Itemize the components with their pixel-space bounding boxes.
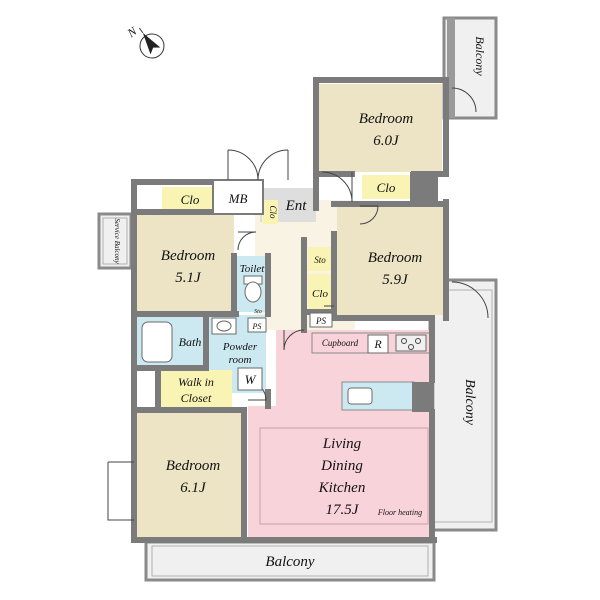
walkin-line2: Closet xyxy=(181,391,212,405)
stove xyxy=(395,334,427,352)
ldk-line1: Living xyxy=(322,436,362,452)
bath-name: Bath xyxy=(179,335,202,349)
bedroom-left-name: Bedroom xyxy=(161,248,216,264)
ldk-line3: Kitchen xyxy=(318,480,366,496)
sto-right-floor xyxy=(308,247,332,271)
bathtub xyxy=(141,321,173,363)
clo-left-floor xyxy=(162,187,218,211)
bedroom-left-floor xyxy=(137,213,234,311)
clo-right-floor xyxy=(362,175,410,199)
walkin-floor xyxy=(160,370,232,410)
cupboard-label: Cupboard xyxy=(322,338,359,348)
bedroom-left-size: 5.1J xyxy=(175,270,202,286)
ldk-size: 17.5J xyxy=(326,502,360,518)
bedroom-top-name: Bedroom xyxy=(359,111,414,127)
balcony-top-right-label: Balcony xyxy=(473,36,487,76)
ps-hall-box xyxy=(309,312,333,328)
powder-line2: room xyxy=(229,354,252,366)
bedroom-bottom-name: Bedroom xyxy=(166,458,221,474)
ps-hall-label: PS xyxy=(315,316,326,326)
ldk-note: Floor heating xyxy=(377,508,422,517)
bedroom-right-name: Bedroom xyxy=(368,250,423,266)
clo-hall-label: Clo xyxy=(312,288,328,300)
sink xyxy=(347,387,373,405)
ldk-rug xyxy=(259,427,429,525)
w-label: W xyxy=(245,372,257,387)
bedroom-right-size: 5.9J xyxy=(382,272,409,288)
ps-bath-box xyxy=(247,317,267,333)
north-label: N xyxy=(124,23,140,40)
bedroom-right-floor xyxy=(337,205,445,315)
walkin-line1: Walk in xyxy=(178,375,214,389)
bedroom-top-floor xyxy=(318,84,442,172)
entrance-name: Ent xyxy=(285,198,308,214)
washbasin xyxy=(211,317,237,335)
r-label: R xyxy=(373,337,382,351)
clo-left-label: Clo xyxy=(181,192,200,207)
bedroom-top-size: 6.0J xyxy=(373,133,400,149)
balcony-service-label: Service Balcony xyxy=(113,218,121,264)
clo-right-label: Clo xyxy=(377,180,396,195)
fridge-box xyxy=(367,334,389,354)
clo-ent-floor xyxy=(262,200,278,224)
bedroom-bottom-size: 6.1J xyxy=(180,480,207,496)
toilet-name: Toilet xyxy=(240,263,266,275)
clo-ent-label: Clo xyxy=(268,205,278,219)
compass xyxy=(138,27,165,59)
ldk-line2: Dining xyxy=(320,458,363,474)
bedroom-bottom-floor xyxy=(137,413,243,537)
ps-bath-label: PS xyxy=(252,322,262,331)
doors xyxy=(107,87,489,521)
washer-box xyxy=(237,367,263,391)
mb-label: MB xyxy=(228,191,248,206)
balcony-right-label: Balcony xyxy=(462,379,477,426)
powder-line1: Powder xyxy=(222,341,258,353)
balcony-service xyxy=(97,212,133,270)
toilet-fixture xyxy=(243,275,263,303)
sto-toilet-label: Sto xyxy=(254,309,262,315)
balcony-bottom-label: Balcony xyxy=(265,554,314,570)
sto-right-label: Sto xyxy=(314,255,326,265)
